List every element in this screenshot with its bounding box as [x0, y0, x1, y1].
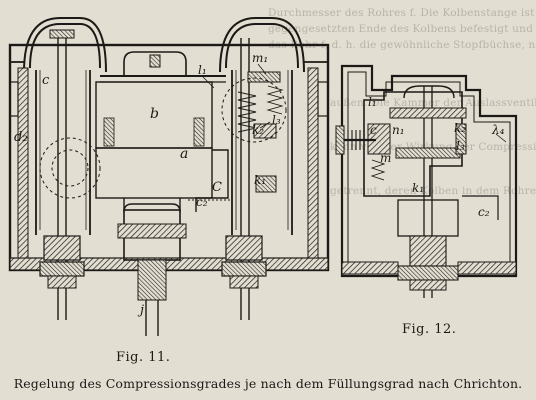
fig11-label-d2: d₂ — [14, 130, 28, 145]
fig11-label-a: a — [180, 146, 188, 162]
fig11-label-m1: m₁ — [252, 51, 268, 65]
fig12-label-n1: n₁ — [392, 123, 405, 137]
figure-main-caption: Regelung des Compressionsgrades je nach … — [13, 376, 523, 391]
fig11-label-b: b — [150, 106, 159, 122]
fig12-label-l3: l₃ — [456, 139, 465, 153]
fig11-label-k1: k₁ — [254, 173, 266, 187]
figure-11-caption: Fig. 11. — [116, 350, 171, 365]
fig11-label-c: c — [42, 73, 50, 88]
figure-12-drawing — [335, 64, 518, 298]
fig11-label-C: C — [212, 180, 222, 195]
bleed-line: gegengesetzten Ende des Kolbens befestig… — [268, 23, 536, 35]
fig12-label-c2: c₂ — [478, 205, 490, 219]
fig12-label-c: c — [370, 123, 377, 137]
bleed-line: Durchmesser des Rohres f. Die Kolbenstan… — [268, 7, 536, 19]
fig11-label-l1: l₁ — [198, 63, 207, 77]
fig12-label-k2: k₂ — [454, 121, 466, 135]
bleed-line: getrennt, deren Kolben in dem Rohre — [330, 185, 536, 197]
fig12-label-m: m — [380, 151, 391, 165]
fig11-label-j: j — [137, 303, 144, 318]
bleed-line: das Rohr f, d. h. die gewöhnliche Stopfb… — [268, 39, 536, 51]
fig11-label-l3: l₃ — [272, 113, 281, 127]
fig12-label-lambda4: λ₄ — [491, 123, 505, 137]
figure-12-caption: Fig. 12. — [402, 322, 457, 337]
figure-11-drawing — [8, 17, 330, 336]
fig12-label-l1: l₁ — [368, 95, 377, 109]
fig11-label-k2: k₂ — [252, 123, 264, 137]
fig11-label-c2: c₂ — [196, 195, 208, 209]
fig12-label-k1: k₁ — [412, 181, 424, 195]
